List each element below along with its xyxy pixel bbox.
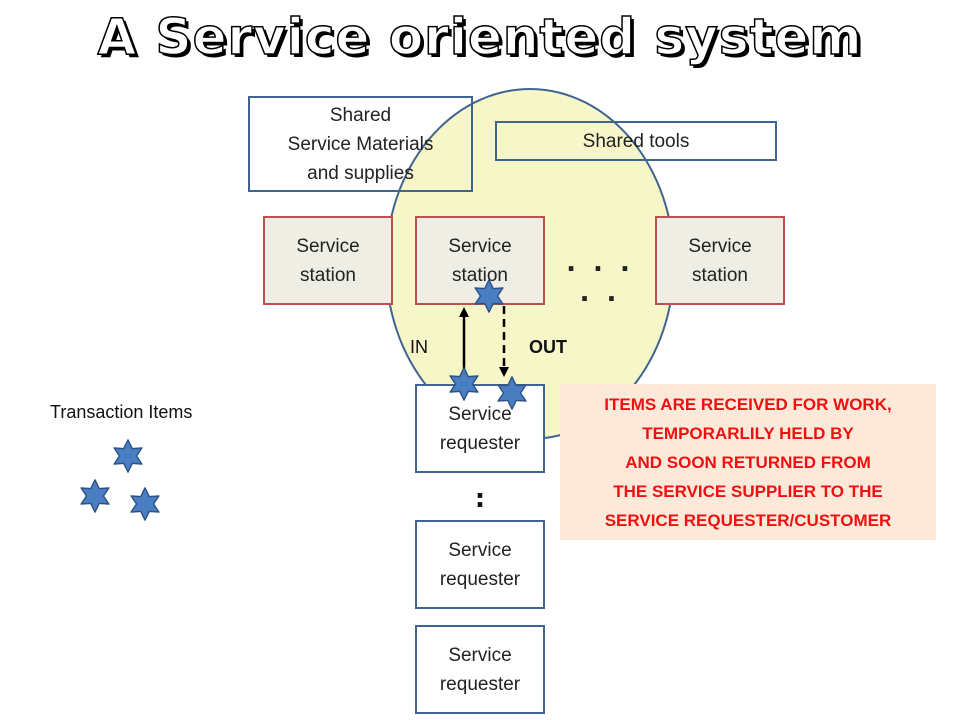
slide-title: A Service oriented system (97, 7, 863, 67)
in-label: IN (410, 337, 428, 357)
station-ellipsis: . . . . . (566, 248, 634, 308)
shared-tools-box: Shared tools (495, 121, 777, 161)
out-label: OUT (529, 337, 567, 357)
requester-ellipsis: : (474, 484, 486, 514)
service-requester-box-1: Service requester (415, 384, 545, 473)
star-icon (130, 487, 160, 521)
service-station-box-3: Service station (655, 216, 785, 305)
shared-materials-box: Shared Service Materials and supplies (248, 96, 473, 192)
transaction-items-label: Transaction Items (50, 402, 193, 422)
service-requester-box-3: Service requester (415, 625, 545, 714)
service-requester-box-2: Service requester (415, 520, 545, 609)
star-icon (113, 439, 143, 473)
star-icon (80, 479, 110, 513)
explanation-note: ITEMS ARE RECEIVED FOR WORK, TEMPORARLIL… (560, 384, 936, 540)
service-station-box-1: Service station (263, 216, 393, 305)
service-station-box-2: Service station (415, 216, 545, 305)
